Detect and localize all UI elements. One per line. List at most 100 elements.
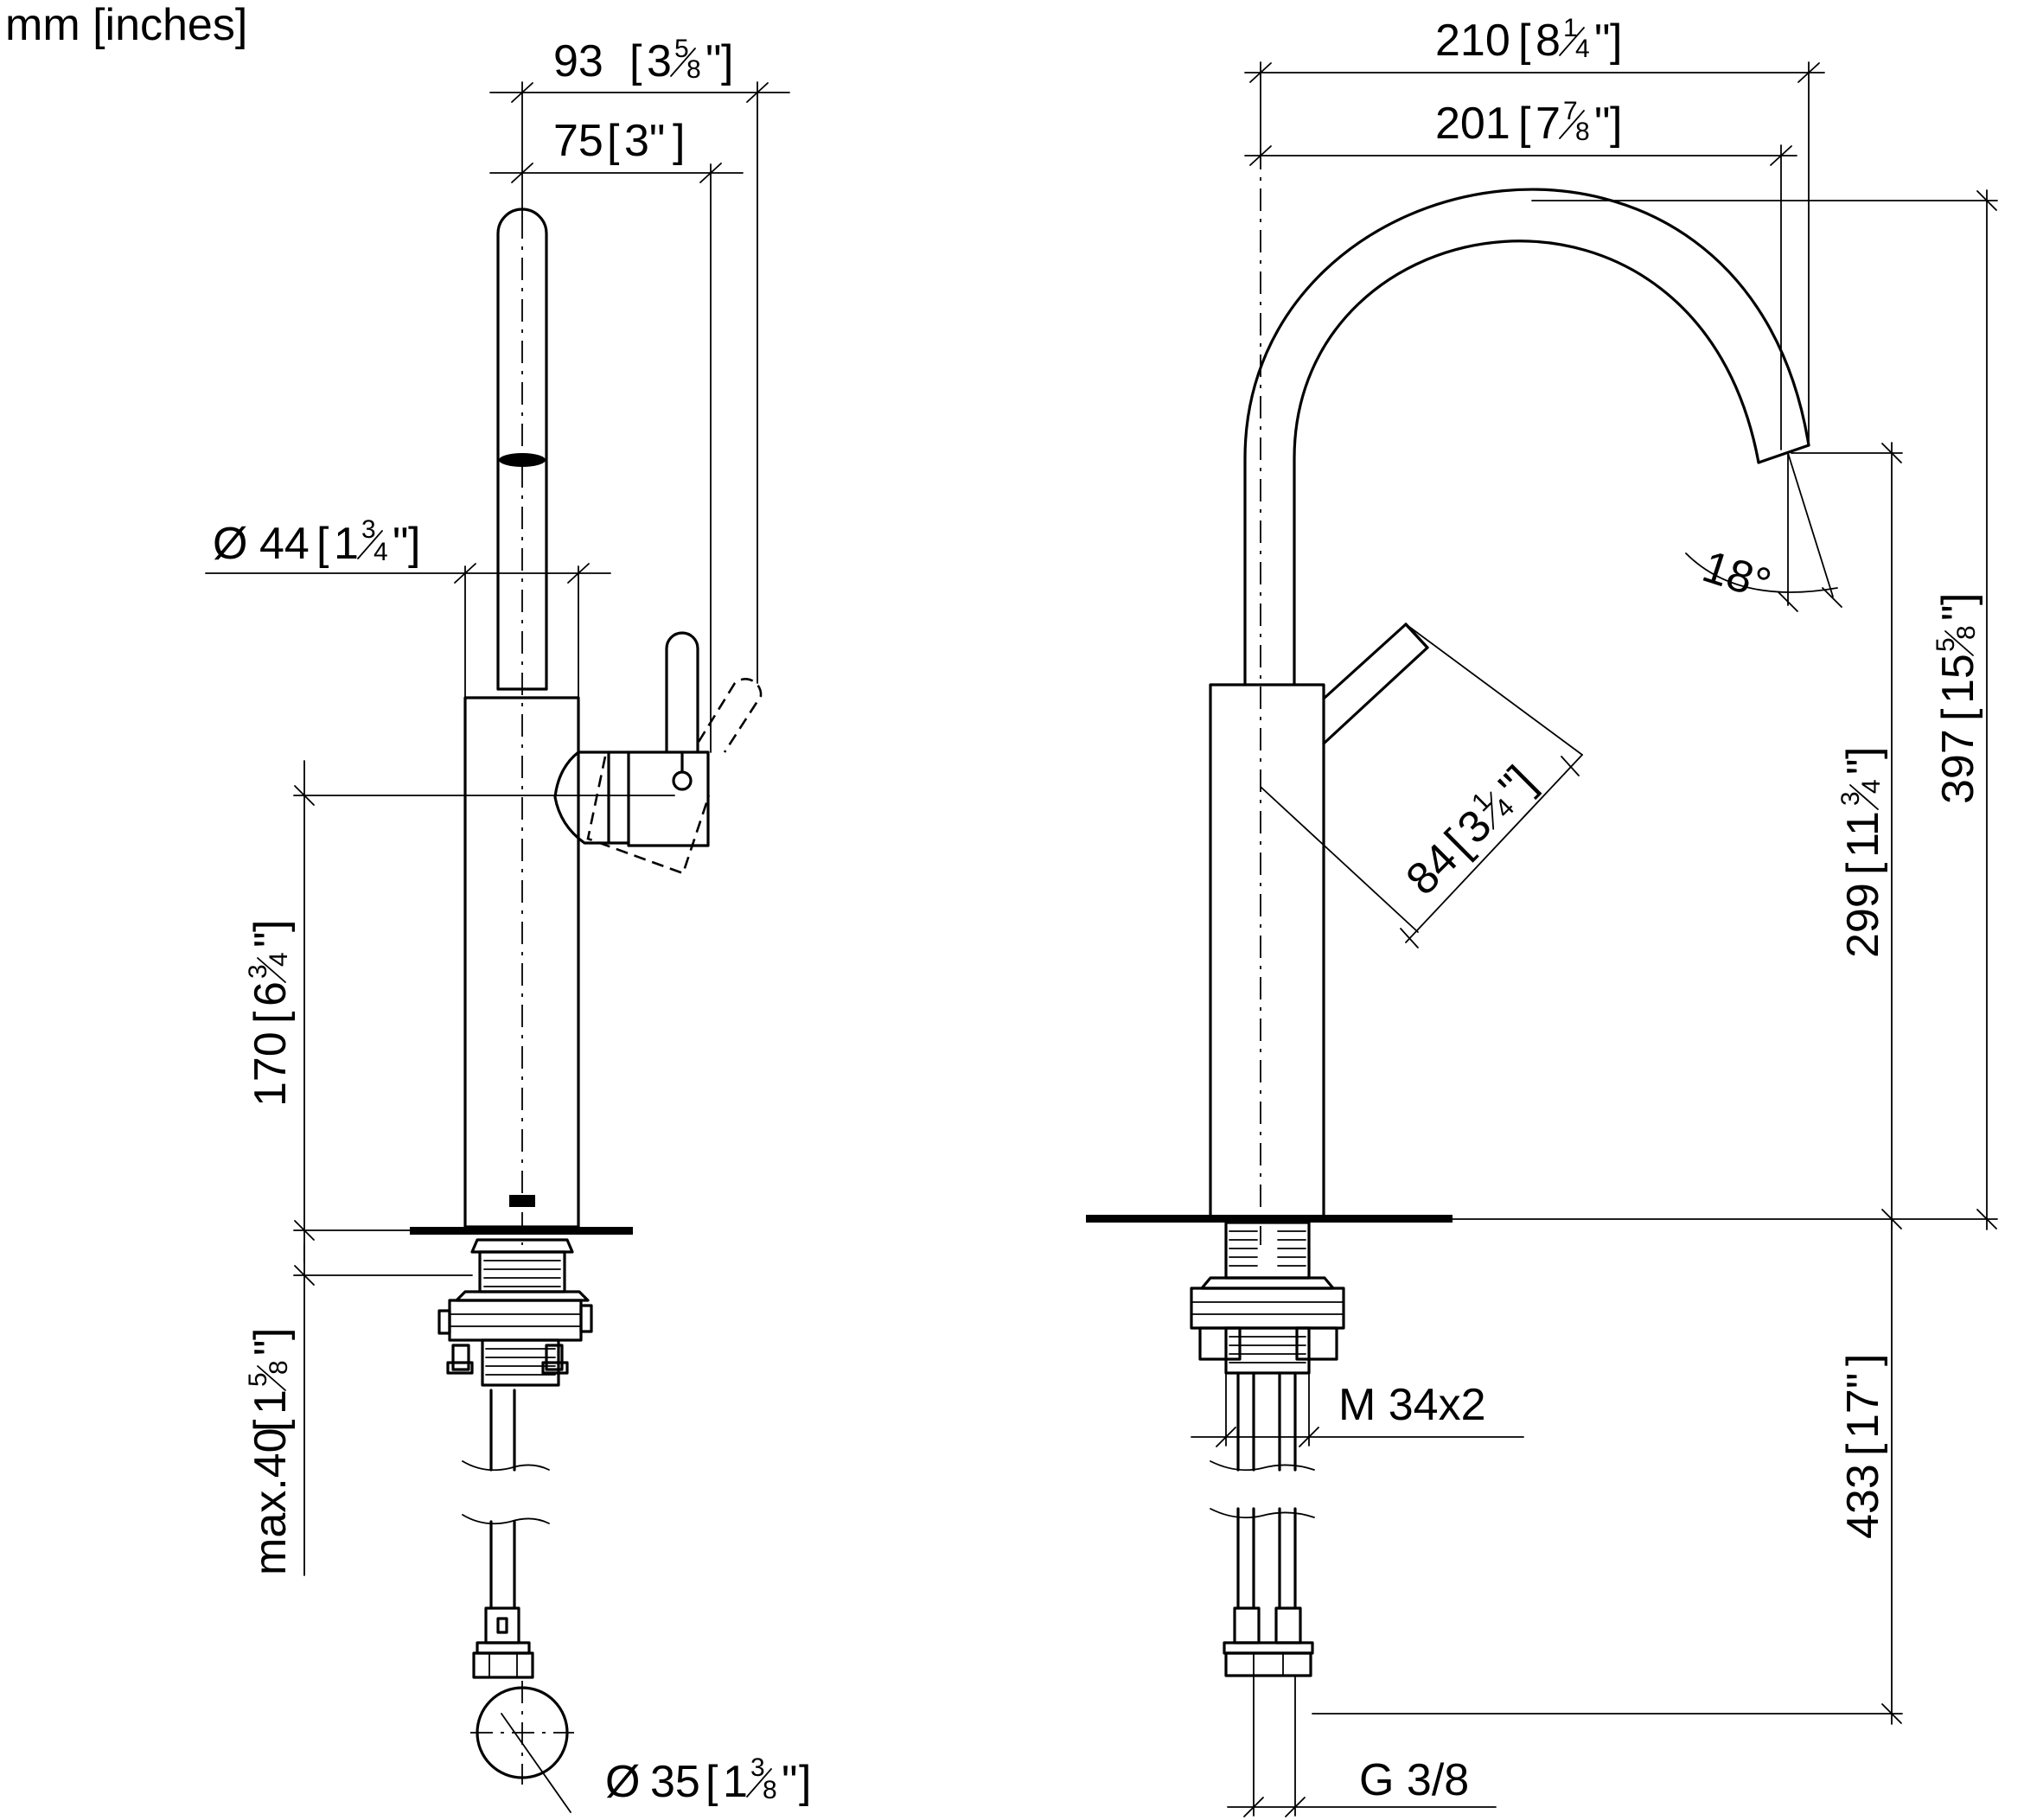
lever-handle-tilted bbox=[697, 678, 763, 753]
front-view bbox=[410, 208, 763, 1785]
svg-text:": " bbox=[393, 519, 408, 569]
svg-text:210: 210 bbox=[1435, 16, 1510, 66]
svg-text:5: 5 bbox=[1931, 637, 1960, 652]
svg-text:[: [ bbox=[246, 1419, 296, 1432]
svg-text:8: 8 bbox=[265, 1360, 293, 1375]
svg-text:4: 4 bbox=[374, 538, 388, 566]
svg-text:Ø: Ø bbox=[605, 1757, 640, 1807]
side-mounting-hardware bbox=[1190, 1221, 1345, 1375]
svg-text:1: 1 bbox=[246, 1389, 296, 1414]
side-supply-hoses-upper bbox=[1236, 1371, 1297, 1472]
svg-text:3: 3 bbox=[244, 964, 272, 979]
svg-text:]: ] bbox=[1610, 99, 1622, 149]
svg-text:]: ] bbox=[1838, 747, 1888, 759]
svg-text:]: ] bbox=[799, 1757, 811, 1807]
svg-text:397: 397 bbox=[1933, 729, 1983, 804]
lever-hub bbox=[553, 750, 610, 845]
side-body bbox=[1209, 683, 1325, 1221]
dim-75: 75 [ 3" ] bbox=[553, 116, 685, 166]
svg-text:": " bbox=[706, 36, 721, 86]
svg-text:35: 35 bbox=[650, 1757, 700, 1807]
svg-text:[: [ bbox=[629, 36, 642, 86]
dim-84: 84 [ 3 1 4 " ] bbox=[1396, 757, 1544, 904]
svg-text:": " bbox=[246, 1340, 296, 1356]
svg-text:3": 3" bbox=[624, 116, 665, 166]
thread-label: M 34x2 bbox=[1338, 1380, 1486, 1430]
svg-text:": " bbox=[1594, 16, 1610, 66]
svg-text:15: 15 bbox=[1933, 654, 1983, 704]
svg-text:4: 4 bbox=[1575, 35, 1590, 63]
svg-text:201: 201 bbox=[1435, 99, 1510, 149]
svg-text:]: ] bbox=[1838, 1354, 1888, 1366]
svg-text:5: 5 bbox=[244, 1372, 272, 1387]
svg-text:1: 1 bbox=[723, 1757, 748, 1807]
svg-text:]: ] bbox=[246, 920, 296, 932]
svg-text:44: 44 bbox=[259, 519, 310, 569]
side-deck-plate bbox=[1086, 1215, 1453, 1223]
side-lever bbox=[1322, 623, 1429, 745]
svg-text:]: ] bbox=[673, 116, 685, 166]
svg-text:[: [ bbox=[607, 116, 620, 166]
svg-text:8: 8 bbox=[1575, 118, 1590, 146]
svg-text:3: 3 bbox=[750, 1753, 765, 1782]
front-view-dimensions bbox=[205, 81, 790, 1813]
svg-text:[: [ bbox=[706, 1757, 718, 1807]
dim-210: 210 [ 8 1 4 " ] bbox=[1435, 14, 1622, 66]
dim-397: 397 [ 15 5 8 " ] bbox=[1931, 593, 1983, 804]
dim-433: 433 [ 17" ] bbox=[1838, 1354, 1888, 1539]
svg-text:1: 1 bbox=[334, 519, 359, 569]
svg-text:8: 8 bbox=[686, 55, 701, 84]
lever-base bbox=[627, 750, 710, 847]
side-view-dimensions bbox=[1191, 61, 1998, 1817]
svg-text:17": 17" bbox=[1838, 1373, 1888, 1439]
supply-hose-lower bbox=[489, 1520, 516, 1610]
supply-hose-upper bbox=[489, 1389, 516, 1472]
svg-text:Ø: Ø bbox=[213, 519, 247, 569]
svg-text:": " bbox=[246, 932, 296, 948]
svg-text:]: ] bbox=[1933, 593, 1983, 605]
svg-text:8: 8 bbox=[763, 1776, 777, 1804]
svg-text:]: ] bbox=[408, 519, 420, 569]
side-supply-hoses-lower bbox=[1236, 1507, 1297, 1610]
dim-201: 201 [ 7 7 8 " ] bbox=[1435, 97, 1622, 149]
svg-text:6: 6 bbox=[246, 981, 296, 1006]
svg-text:5: 5 bbox=[674, 35, 689, 63]
svg-text:[: [ bbox=[1933, 708, 1983, 721]
dim-max40: max.40 [ 1 5 8 " ] bbox=[244, 1328, 296, 1575]
spout-outlet bbox=[1757, 444, 1810, 464]
dim-299: 299 [ 11 3 4 " ] bbox=[1836, 747, 1888, 958]
svg-text:3: 3 bbox=[1836, 791, 1865, 806]
svg-text:3: 3 bbox=[361, 515, 376, 544]
dim-93: 93 [ 3 5 8 " ] bbox=[553, 35, 733, 86]
dim-35: Ø 35 [ 1 3 8 " ] bbox=[605, 1753, 811, 1807]
deck-plate bbox=[410, 1227, 633, 1235]
svg-text:4: 4 bbox=[1857, 779, 1886, 794]
svg-text:": " bbox=[1933, 605, 1983, 621]
svg-text:[: [ bbox=[1518, 16, 1531, 66]
svg-text:7: 7 bbox=[1536, 99, 1561, 149]
lever-handle bbox=[665, 631, 699, 754]
svg-text:[: [ bbox=[1838, 1443, 1888, 1456]
svg-text:8: 8 bbox=[1536, 16, 1561, 66]
svg-text:433: 433 bbox=[1838, 1464, 1888, 1539]
svg-text:[: [ bbox=[1838, 862, 1888, 875]
svg-text:]: ] bbox=[721, 36, 733, 86]
spout-aerator bbox=[499, 453, 546, 467]
svg-text:7: 7 bbox=[1563, 97, 1578, 125]
svg-text:[: [ bbox=[1518, 99, 1531, 149]
svg-text:max.40: max.40 bbox=[246, 1427, 296, 1575]
svg-text:": " bbox=[1594, 99, 1610, 149]
svg-text:93: 93 bbox=[553, 36, 603, 86]
spout-outer bbox=[1243, 188, 1810, 686]
svg-text:": " bbox=[1838, 759, 1888, 775]
svg-text:": " bbox=[782, 1757, 797, 1807]
svg-text:]: ] bbox=[246, 1328, 296, 1340]
svg-text:75: 75 bbox=[553, 116, 603, 166]
mounting-hardware bbox=[437, 1238, 593, 1387]
svg-text:3: 3 bbox=[647, 36, 672, 86]
connection-label: G 3/8 bbox=[1359, 1755, 1469, 1805]
units-label: mm [inches] bbox=[5, 0, 247, 50]
svg-text:1: 1 bbox=[1563, 14, 1578, 42]
